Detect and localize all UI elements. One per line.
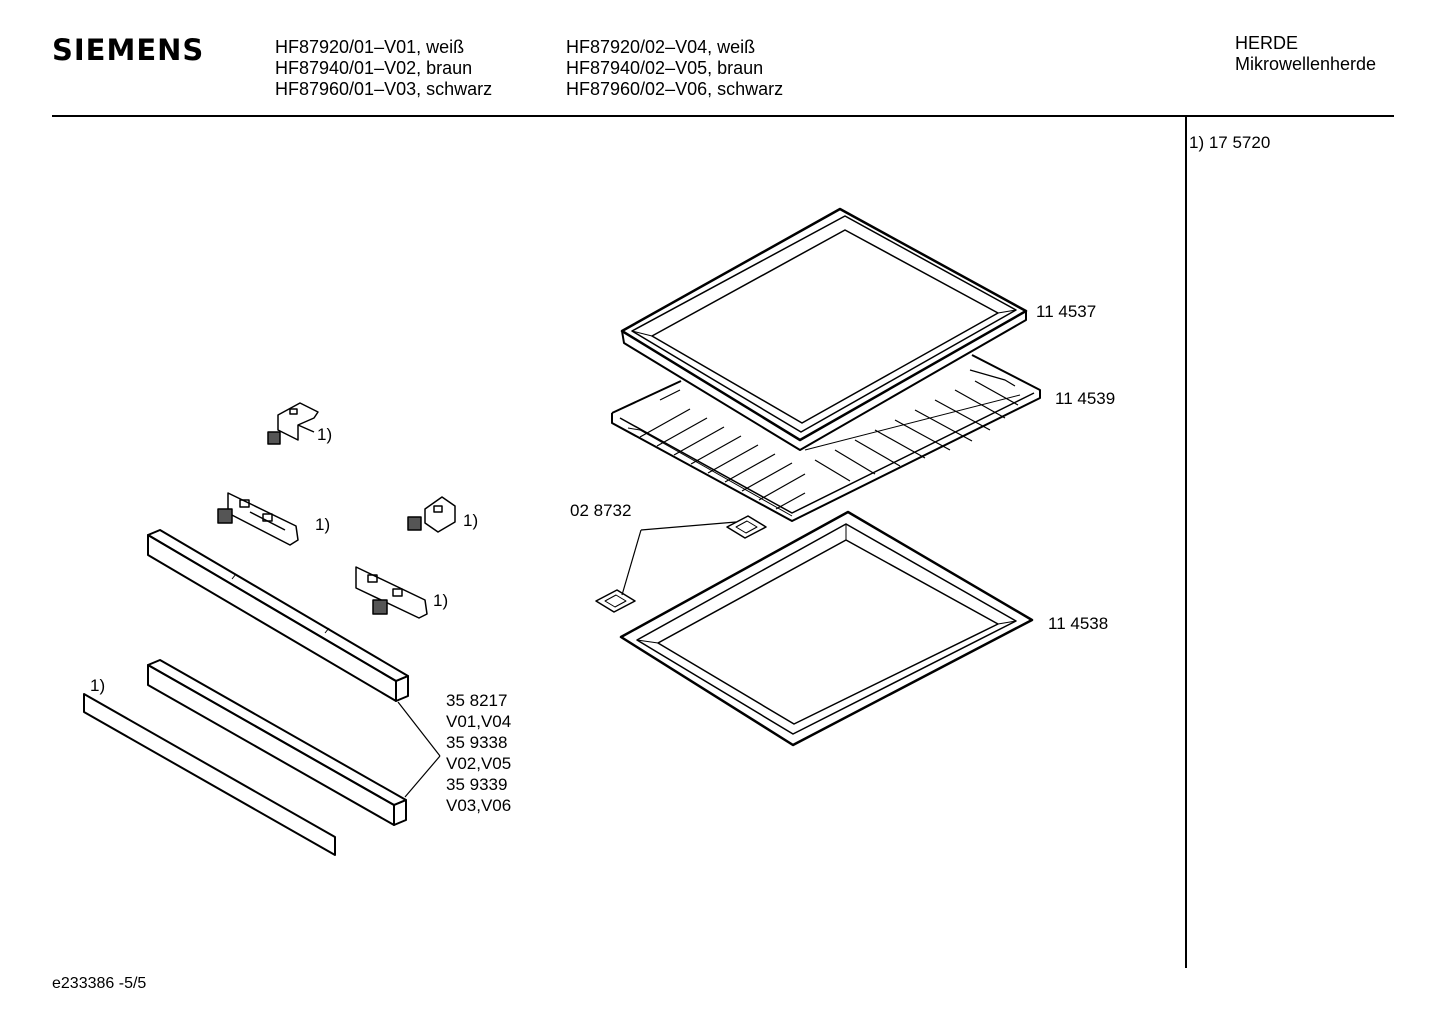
category: HERDE [1235, 33, 1299, 53]
clip-parts [595, 515, 767, 613]
baking-tray-top [620, 207, 1028, 451]
label-bracket-2: 1) [315, 515, 331, 534]
control-panel-strip-lower [147, 659, 407, 826]
document-id: e233386 -5/5 [52, 975, 147, 992]
side-divider [1185, 117, 1187, 968]
header-divider [52, 115, 1394, 117]
model-list-2: HF87920/02–V04, weiß HF87940/02–V05, bra… [566, 37, 783, 100]
label-bracket-4: 1) [433, 591, 449, 610]
leader-line [404, 755, 441, 798]
bracket-4 [355, 566, 428, 619]
bracket-1 [267, 402, 319, 445]
variant-line: 35 9338 [446, 733, 508, 752]
variant-line: 35 8217 [446, 691, 508, 710]
model-line: HF87940/02–V05, braun [566, 58, 764, 78]
baking-tray-bottom [619, 510, 1034, 747]
model-line: HF87960/02–V06, schwarz [566, 79, 784, 99]
model-line: HF87920/01–V01, weiß [275, 37, 465, 57]
category-block: HERDE Mikrowellenherde [1235, 33, 1376, 75]
side-note: 1) 17 5720 [1189, 133, 1271, 152]
variant-line: 35 9339 [446, 775, 508, 794]
brand-logo: SIEMENS [52, 33, 205, 67]
subcategory: Mikrowellenherde [1235, 54, 1377, 74]
label-grill-rack: 11 4539 [1055, 389, 1116, 408]
trim-strip [83, 693, 336, 856]
variant-line: V02,V05 [446, 754, 512, 773]
variant-line: V03,V06 [446, 796, 512, 815]
label-trim-strip: 1) [90, 676, 106, 695]
model-line: HF87940/01–V02, braun [275, 58, 473, 78]
label-tray-bottom: 11 4538 [1048, 614, 1109, 633]
grill-rack [611, 354, 1041, 522]
bracket-2 [217, 492, 299, 546]
label-tray-top: 11 4537 [1036, 302, 1097, 321]
model-line: HF87920/02–V04, weiß [566, 37, 756, 57]
model-list-1: HF87920/01–V01, weiß HF87940/01–V02, bra… [275, 37, 492, 100]
panel-variant-list: 35 8217 V01,V04 35 9338 V02,V05 35 9339 … [446, 690, 511, 816]
model-line: HF87960/01–V03, schwarz [275, 79, 493, 99]
leader-line [397, 701, 441, 757]
label-clip: 02 8732 [570, 501, 632, 520]
label-bracket-3: 1) [463, 511, 479, 530]
label-bracket-1: 1) [317, 425, 333, 444]
bracket-3 [407, 496, 456, 533]
variant-line: V01,V04 [446, 712, 512, 731]
control-panel-strip-upper [147, 529, 409, 702]
